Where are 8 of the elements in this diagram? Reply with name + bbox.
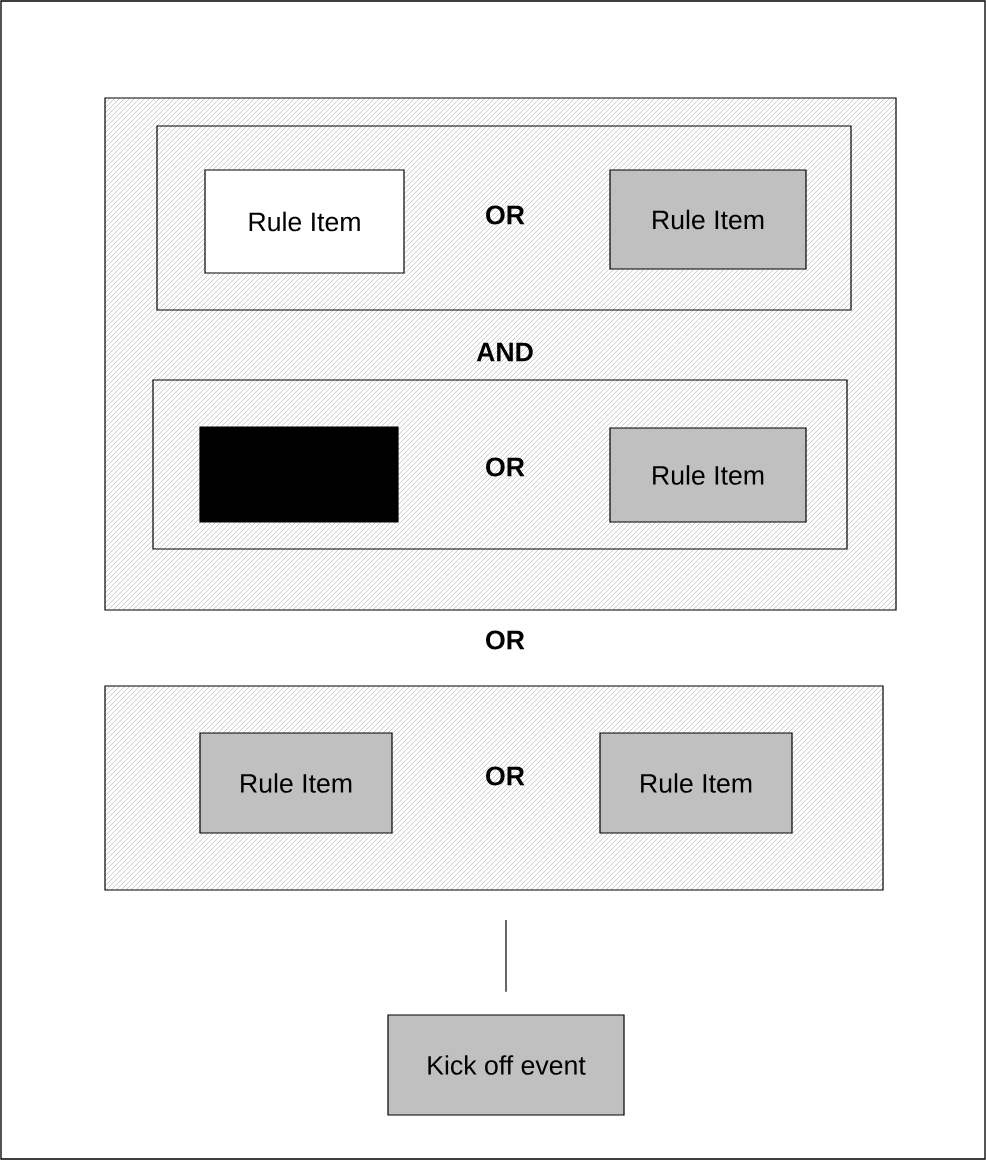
operator-label: OR [486,630,525,650]
event-box: Kick off event [387,1014,625,1116]
operator-label: OR [486,205,525,225]
operator-label: OR [486,766,525,786]
operator-label: OR [486,457,525,477]
filled-box [199,426,399,523]
connector-line [505,919,507,993]
operator-label: AND [476,342,533,362]
